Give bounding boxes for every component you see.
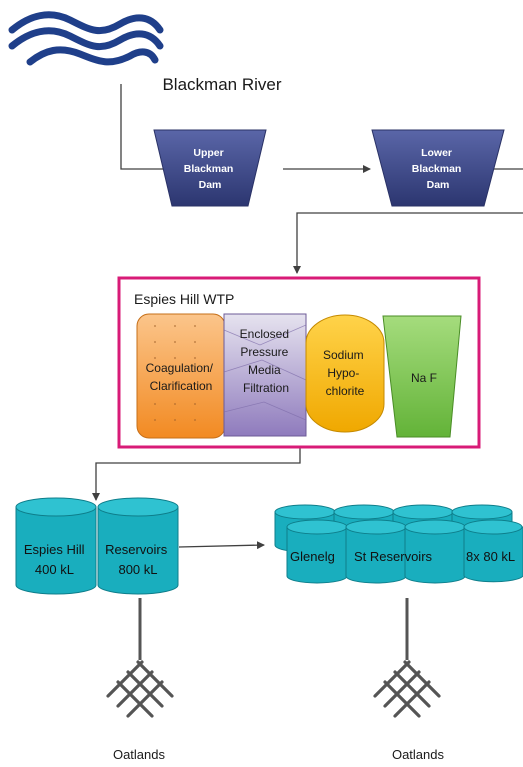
filtration-line: Media bbox=[248, 363, 281, 377]
filtration-tank: Enclosed Pressure Media Filtration bbox=[223, 313, 307, 437]
svg-text:Espies Hill 400 kL: Espies Hill 400 kL Reservoirs 800 kL bbox=[24, 542, 171, 577]
river-icon bbox=[8, 11, 164, 66]
coagulation-line: Coagulation/ bbox=[146, 361, 214, 375]
outlet-label-right: Oatlands bbox=[392, 747, 445, 762]
svg-text:Coagulation/ Clarificati: Coagulation/ Clarification bbox=[146, 361, 217, 393]
glenelg-st-reservoirs: Glenelg St Reservoirs 8x 80 kL bbox=[274, 504, 523, 584]
sodium-line: Hypo- bbox=[327, 366, 359, 380]
lower-dam-line: Blackman bbox=[412, 163, 462, 175]
lower-dam-to-wtp-connector bbox=[293, 212, 523, 274]
river-label: Blackman River bbox=[162, 75, 281, 94]
upper-blackman-dam: Upper Blackman Dam bbox=[153, 129, 267, 207]
svg-text:Upper Blackman Dam: Upper Blackman Dam bbox=[184, 147, 237, 191]
st-reservoirs-label: St Reservoirs bbox=[354, 549, 433, 564]
distribution-grid-icon bbox=[106, 660, 174, 718]
espies-hill-reservoirs: Espies Hill 400 kL Reservoirs 800 kL bbox=[15, 497, 179, 595]
filtration-line: Filtration bbox=[243, 381, 289, 395]
front-row-tanks bbox=[286, 519, 523, 584]
lower-blackman-dam: Lower Blackman Dam bbox=[371, 129, 505, 207]
sodium-line: chlorite bbox=[326, 384, 365, 398]
coagulation-line: Clarification bbox=[150, 379, 213, 393]
glenelg-label: Glenelg bbox=[290, 549, 335, 564]
reservoir-tank-right bbox=[97, 497, 179, 595]
capacity-label: 8x 80 kL bbox=[466, 549, 515, 564]
sodium-line: Sodium bbox=[323, 348, 364, 362]
wtp-title: Espies Hill WTP bbox=[134, 291, 234, 307]
reservoirs-to-glenelg-connector bbox=[178, 541, 265, 550]
filtration-line: Pressure bbox=[240, 345, 288, 359]
sodium-hypochlorite-tank: Sodium Hypo- chlorite bbox=[305, 314, 385, 433]
svg-text:Enclosed Pressure: Enclosed Pressure Media Filtration bbox=[240, 327, 293, 395]
upper-dam-line: Blackman bbox=[184, 163, 234, 175]
coagulation-tank: Coagulation/ Clarification bbox=[136, 313, 226, 439]
flow-connectors bbox=[92, 84, 523, 660]
filtration-line: Enclosed bbox=[240, 327, 289, 341]
svg-text:Glenelg St Reservoirs: Glenelg St Reservoirs 8x 80 kL bbox=[290, 549, 515, 564]
upper-dam-line: Upper bbox=[193, 147, 223, 159]
svg-text:Sodium Hypo- chlor: Sodium Hypo- chlorite bbox=[323, 348, 367, 398]
lower-dam-line: Dam bbox=[427, 179, 450, 191]
upper-dam-line: Dam bbox=[199, 179, 222, 191]
outlet-label-left: Oatlands bbox=[113, 747, 166, 762]
reservoirs-capacity: 800 kL bbox=[118, 562, 157, 577]
naf-hopper: Na F bbox=[382, 315, 462, 438]
distribution-grid-icon bbox=[373, 660, 441, 718]
espies-hill-capacity: 400 kL bbox=[35, 562, 74, 577]
river-to-upper-dam-connector bbox=[120, 84, 172, 173]
espies-hill-label: Espies Hill bbox=[24, 542, 85, 557]
svg-text:Lower Blackman Dam: Lower Blackman Dam bbox=[412, 147, 465, 191]
wtp-to-reservoirs-connector bbox=[92, 448, 301, 501]
reservoirs-label: Reservoirs bbox=[105, 542, 168, 557]
reservoir-tank-left bbox=[15, 497, 97, 595]
lower-dam-line: Lower bbox=[421, 147, 452, 159]
naf-label: Na F bbox=[411, 371, 437, 385]
